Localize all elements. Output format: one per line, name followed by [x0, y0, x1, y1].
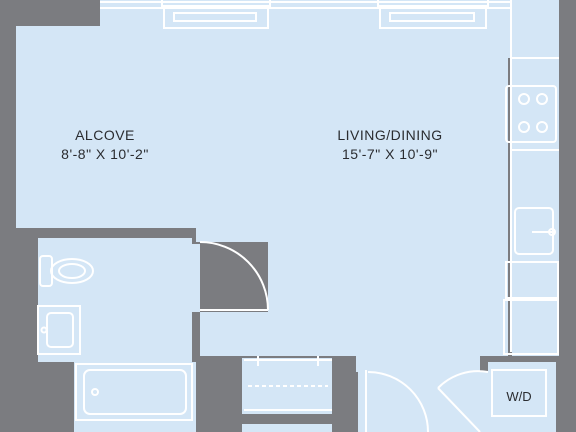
vanity-icon [37, 305, 81, 355]
bathroom-fixtures [37, 255, 193, 421]
cooktop-icon [505, 85, 557, 143]
living-dining-label: LIVING/DINING 15'-7" X 10'-9" [305, 126, 475, 164]
burner-icon [536, 121, 548, 133]
alcove-name: ALCOVE [75, 127, 135, 143]
faucet-knob-icon [548, 228, 556, 236]
washer-dryer-label: W/D [506, 389, 532, 404]
hvac-unit-right [379, 5, 487, 29]
burner-icon [518, 121, 530, 133]
main-room-floor [16, 0, 512, 372]
toilet-seat-icon [58, 263, 86, 279]
washer-dryer-icon [491, 369, 547, 417]
hvac-unit-left [163, 5, 269, 29]
refrigerator-icon [503, 299, 559, 355]
laundry-floor [488, 362, 556, 432]
laundry-door-leaf [437, 387, 481, 432]
burner-icon [518, 93, 530, 105]
alcove-label: ALCOVE 8'-8" X 10'-2" [40, 126, 170, 164]
hall-closet [244, 356, 332, 411]
dishwasher-icon [505, 261, 559, 299]
toilet-bowl-icon [50, 258, 94, 284]
alcove-dimensions: 8'-8" X 10'-2" [61, 146, 149, 162]
hvac-grille-right [389, 12, 475, 22]
bottom-strip-floor [242, 424, 332, 432]
bathtub-icon [75, 363, 193, 421]
entry-door-swing [367, 371, 429, 432]
kitchen-counter [503, 0, 559, 355]
living-dining-name: LIVING/DINING [337, 127, 443, 143]
laundry-door-swing [437, 370, 489, 389]
hvac-grille-left [173, 12, 257, 22]
hvac-units [163, 5, 487, 29]
burner-icon [536, 93, 548, 105]
top-windows [100, 0, 512, 9]
bathtub-basin-icon [83, 369, 187, 415]
floor-areas [16, 0, 559, 432]
living-dining-dimensions: 15'-7" X 10'-9" [342, 146, 438, 162]
sink-faucet-icon [40, 326, 48, 334]
bathroom-door-swing [199, 241, 269, 311]
bathtub-area-floor [74, 362, 196, 432]
kitchen-strip-floor [512, 0, 559, 356]
doors [199, 241, 489, 432]
bathroom-floor [38, 238, 200, 362]
entry-floor [358, 372, 488, 432]
tub-drain-icon [91, 388, 99, 396]
